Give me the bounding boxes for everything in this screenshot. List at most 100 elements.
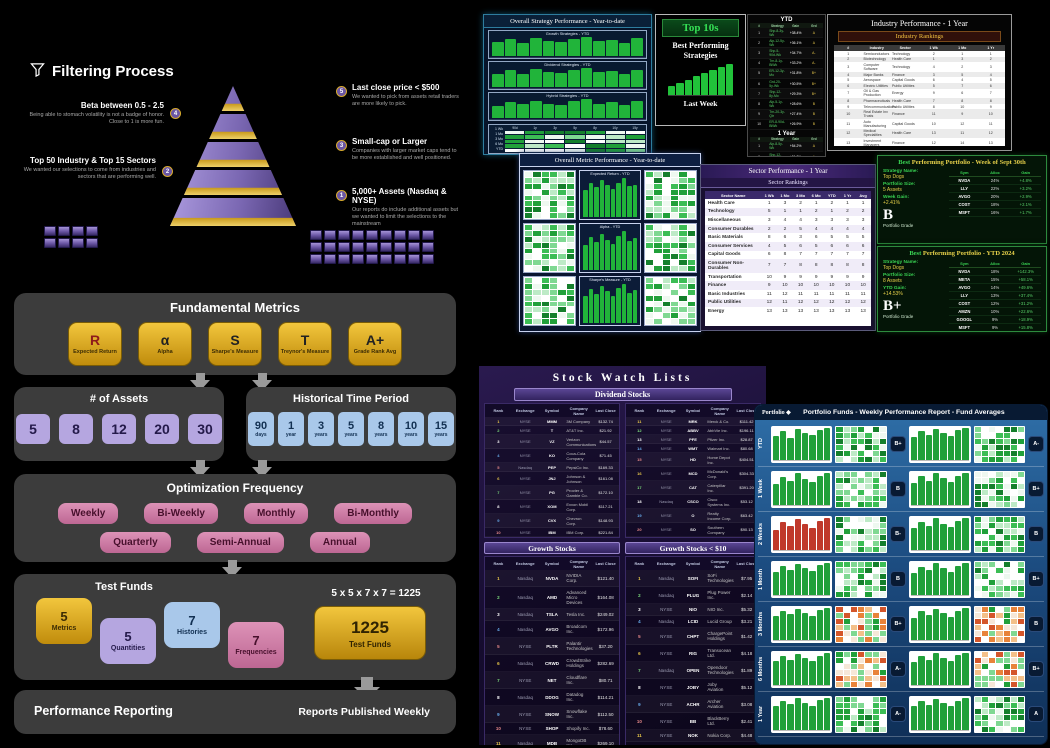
heat-cell bbox=[558, 278, 566, 283]
table-cell: Chevron Corp. bbox=[565, 513, 593, 528]
pyramid-layer bbox=[209, 114, 257, 139]
heat-cell bbox=[850, 444, 858, 450]
table-cell: B bbox=[804, 98, 823, 110]
heat-cell bbox=[541, 295, 549, 301]
heat-cell bbox=[533, 230, 541, 236]
table-cell: 6 bbox=[961, 91, 964, 96]
heat-cell bbox=[646, 260, 654, 266]
table-cell: 2 bbox=[830, 200, 834, 206]
heat-cell bbox=[533, 313, 541, 319]
heat-cell bbox=[843, 720, 850, 726]
heat-cell bbox=[662, 289, 670, 295]
bar bbox=[618, 73, 631, 87]
heat-cell bbox=[981, 585, 989, 591]
heat-cell bbox=[1003, 714, 1010, 720]
heat-cell bbox=[865, 702, 872, 708]
heat-cell bbox=[989, 681, 996, 687]
table-cell: Shp-8-3y-Wk bbox=[768, 28, 787, 39]
heat-cell bbox=[533, 254, 541, 260]
table-cell: 10 bbox=[766, 274, 772, 280]
table-cell: T bbox=[538, 425, 566, 435]
table-cell: Cisco Systems Inc. bbox=[706, 494, 734, 509]
table-cell: 12 bbox=[782, 291, 788, 297]
heat-cell bbox=[836, 546, 843, 552]
table-cell: 9 bbox=[814, 274, 818, 280]
bar bbox=[555, 73, 568, 87]
heat-cell bbox=[1018, 612, 1025, 618]
info-field: Week Gain: +2.41% bbox=[883, 195, 945, 206]
heat-cell bbox=[679, 301, 687, 307]
heat-cell bbox=[671, 230, 679, 236]
table-header-cell: Rank bbox=[485, 557, 512, 570]
bar-chart bbox=[910, 427, 969, 461]
heat-cell bbox=[989, 726, 996, 732]
heat-cell bbox=[872, 585, 879, 591]
table-cell: +22.6% bbox=[1010, 307, 1041, 316]
heat-cell bbox=[1018, 591, 1025, 597]
heat-cell bbox=[989, 720, 996, 726]
heat-cell bbox=[858, 540, 865, 546]
heat-cell bbox=[625, 144, 645, 148]
heat-cell bbox=[679, 201, 687, 207]
heat-cell bbox=[541, 201, 549, 207]
bar bbox=[632, 184, 637, 217]
heat-cell bbox=[687, 307, 695, 313]
heat-cell bbox=[558, 230, 566, 236]
heat-cell bbox=[974, 726, 981, 732]
table-cell: 11 bbox=[626, 417, 653, 426]
heat-cell bbox=[858, 426, 865, 432]
heat-cell bbox=[679, 183, 687, 189]
metric-bar-chart: Expected Return - YTD bbox=[579, 170, 641, 220]
table-cell: 7 bbox=[485, 485, 512, 500]
table-cell: Nasdaq bbox=[652, 661, 680, 679]
table-cell: +1.7% bbox=[1010, 208, 1041, 217]
heat-cell bbox=[662, 201, 670, 207]
info-field: Portfolio Size: 5 Assets bbox=[883, 182, 945, 193]
bar bbox=[530, 68, 542, 87]
fund-heatmap bbox=[835, 470, 888, 508]
heat-cell bbox=[850, 456, 858, 462]
table-cell: XOM bbox=[538, 499, 566, 514]
bar bbox=[962, 562, 969, 595]
heat-cell bbox=[981, 477, 989, 483]
heat-cell bbox=[872, 612, 879, 618]
bar bbox=[809, 661, 816, 685]
table-cell: 1 bbox=[626, 570, 653, 587]
info-field: Portfolio Size: 8 Assets bbox=[883, 273, 945, 284]
heat-cell bbox=[585, 148, 605, 152]
table-cell: McDonald's Corp. bbox=[706, 466, 734, 481]
band-period-label: 3 Months bbox=[758, 611, 764, 637]
heat-cell bbox=[981, 636, 989, 642]
heat-cell bbox=[879, 567, 887, 573]
heat-cell bbox=[879, 540, 887, 546]
heat-cell bbox=[843, 456, 850, 462]
fund-bar-chart bbox=[908, 515, 971, 553]
table-cell: NYSE bbox=[652, 729, 680, 742]
heat-cell bbox=[996, 702, 1003, 708]
heat-cell bbox=[646, 283, 654, 289]
table-cell: SoFi Technologies bbox=[706, 570, 734, 587]
bar bbox=[555, 41, 568, 56]
asset-count-badge: 5 bbox=[16, 414, 50, 444]
table-cell: $2.41 bbox=[733, 712, 760, 730]
bar bbox=[824, 472, 831, 505]
heat-cell bbox=[836, 567, 843, 573]
heat-cell bbox=[558, 260, 566, 266]
table-cell: 10% bbox=[979, 307, 1011, 316]
heat-cell bbox=[989, 708, 996, 714]
heat-cell bbox=[865, 546, 872, 552]
heat-cell bbox=[1003, 720, 1010, 726]
heat-cell bbox=[525, 135, 545, 139]
brand-logo: Portfolio ◆ bbox=[762, 410, 791, 416]
heat-cell bbox=[850, 606, 858, 612]
table-cell: 3 bbox=[861, 217, 865, 223]
fund-grade-badge: B+ bbox=[1028, 571, 1044, 587]
table-cell: 18 bbox=[626, 494, 653, 509]
badge-number: 5 bbox=[124, 629, 132, 644]
fund-heatmap bbox=[973, 470, 1026, 508]
